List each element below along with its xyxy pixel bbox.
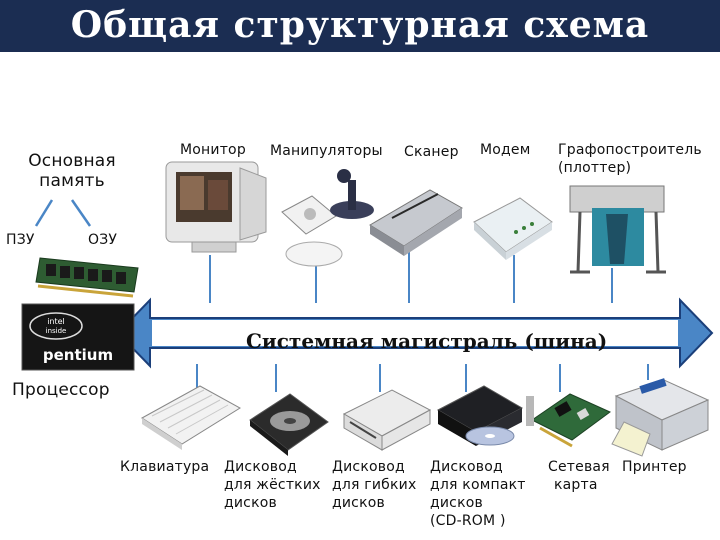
floppy-label-line3: дисков [332, 495, 385, 511]
memory-branch-rom [34, 199, 54, 227]
hdd-label-line1: Дисковод [224, 459, 297, 475]
cdrom-label: Дисковод для компакт дисков (CD-ROM ) [430, 458, 526, 530]
cdrom-icon [436, 385, 524, 446]
manipulators-label: Манипуляторы [270, 143, 383, 159]
plotter-icon [569, 185, 666, 274]
rom-label: ПЗУ [6, 232, 35, 248]
bus-connectors [196, 252, 649, 392]
keyboard-label: Клавиатура [120, 459, 210, 475]
plotter-label-line2: (плоттер) [558, 160, 632, 176]
cpu-label: Процессор [12, 380, 110, 400]
plotter-label-line1: Графопостроитель [558, 142, 702, 158]
network-card-icon [526, 393, 611, 448]
memory-title: Основная память [10, 151, 134, 191]
cpu-logo-brand: pentium [43, 346, 113, 364]
hdd-label-line3: дисков [224, 495, 277, 511]
memory-title-line2: память [39, 171, 105, 191]
ram-module-icon [35, 257, 139, 298]
hdd-label-line2: для жёстких [224, 477, 321, 493]
cdrom-label-line2: для компакт [430, 477, 526, 493]
monitor-icon [165, 161, 267, 253]
hdd-icon [249, 393, 329, 456]
plotter-label: Графопостроитель (плоттер) [558, 141, 702, 177]
page-title: Общая структурная схема [70, 4, 650, 46]
floppy-label-line2: для гибких [332, 477, 417, 493]
system-bus-label: Системная магистраль (шина) [246, 329, 608, 353]
netcard-label: Сетевая карта [548, 458, 610, 494]
keyboard-icon [141, 385, 241, 450]
floppy-drive-icon [342, 389, 432, 451]
title-bar [0, 0, 720, 52]
floppy-label: Дисковод для гибких дисков [332, 458, 416, 512]
scanner-icon [369, 189, 463, 256]
floppy-label-line1: Дисковод [332, 459, 405, 475]
svg-text:inside: inside [46, 327, 67, 335]
hdd-label: Дисковод для жёстких дисков [224, 458, 321, 512]
cpu-logo-top: intel [47, 317, 65, 326]
printer-icon [611, 378, 710, 457]
modem-icon [473, 197, 553, 260]
printer-label: Принтер [622, 459, 687, 475]
memory-branch-ram [70, 199, 92, 227]
memory-title-line1: Основная [28, 151, 116, 171]
modem-label: Модем [480, 142, 531, 158]
cdrom-label-line3: дисков [430, 495, 483, 511]
cpu-chip-icon: intel inside pentium [21, 303, 135, 371]
cdrom-label-line4: (CD-ROM ) [430, 513, 506, 529]
ram-label: ОЗУ [88, 232, 118, 248]
monitor-label: Монитор [180, 142, 246, 158]
joystick-mouse-icon [281, 169, 374, 267]
netcard-label-line1: Сетевая [548, 459, 610, 475]
netcard-label-line2: карта [554, 477, 598, 493]
cdrom-label-line1: Дисковод [430, 459, 503, 475]
bus-inner [152, 320, 678, 346]
scanner-label: Сканер [404, 144, 459, 160]
